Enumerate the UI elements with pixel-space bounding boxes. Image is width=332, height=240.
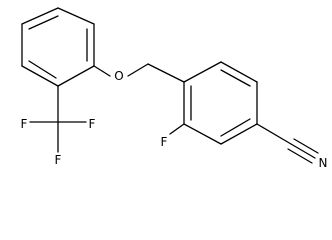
nitrile-group	[256, 123, 319, 164]
nitrile-nitrogen-label: N	[319, 156, 328, 170]
oxygen-atom-label: O	[114, 69, 123, 83]
phenoxy-ring	[21, 7, 95, 87]
cf3-fluorine-bottom-label: F	[55, 153, 62, 167]
cf3-fluorine-right-label: F	[89, 117, 96, 131]
ring-fluorine-label: F	[161, 135, 168, 149]
ether-linkage	[93, 63, 185, 83]
chemical-structure-diagram: O F F F F N	[21, 7, 328, 170]
aryl-fluorine-bond	[169, 123, 185, 135]
cf3-fluorine-left-label: F	[21, 117, 28, 131]
trifluoromethyl-group	[29, 85, 87, 153]
benzonitrile-ring	[183, 61, 258, 145]
